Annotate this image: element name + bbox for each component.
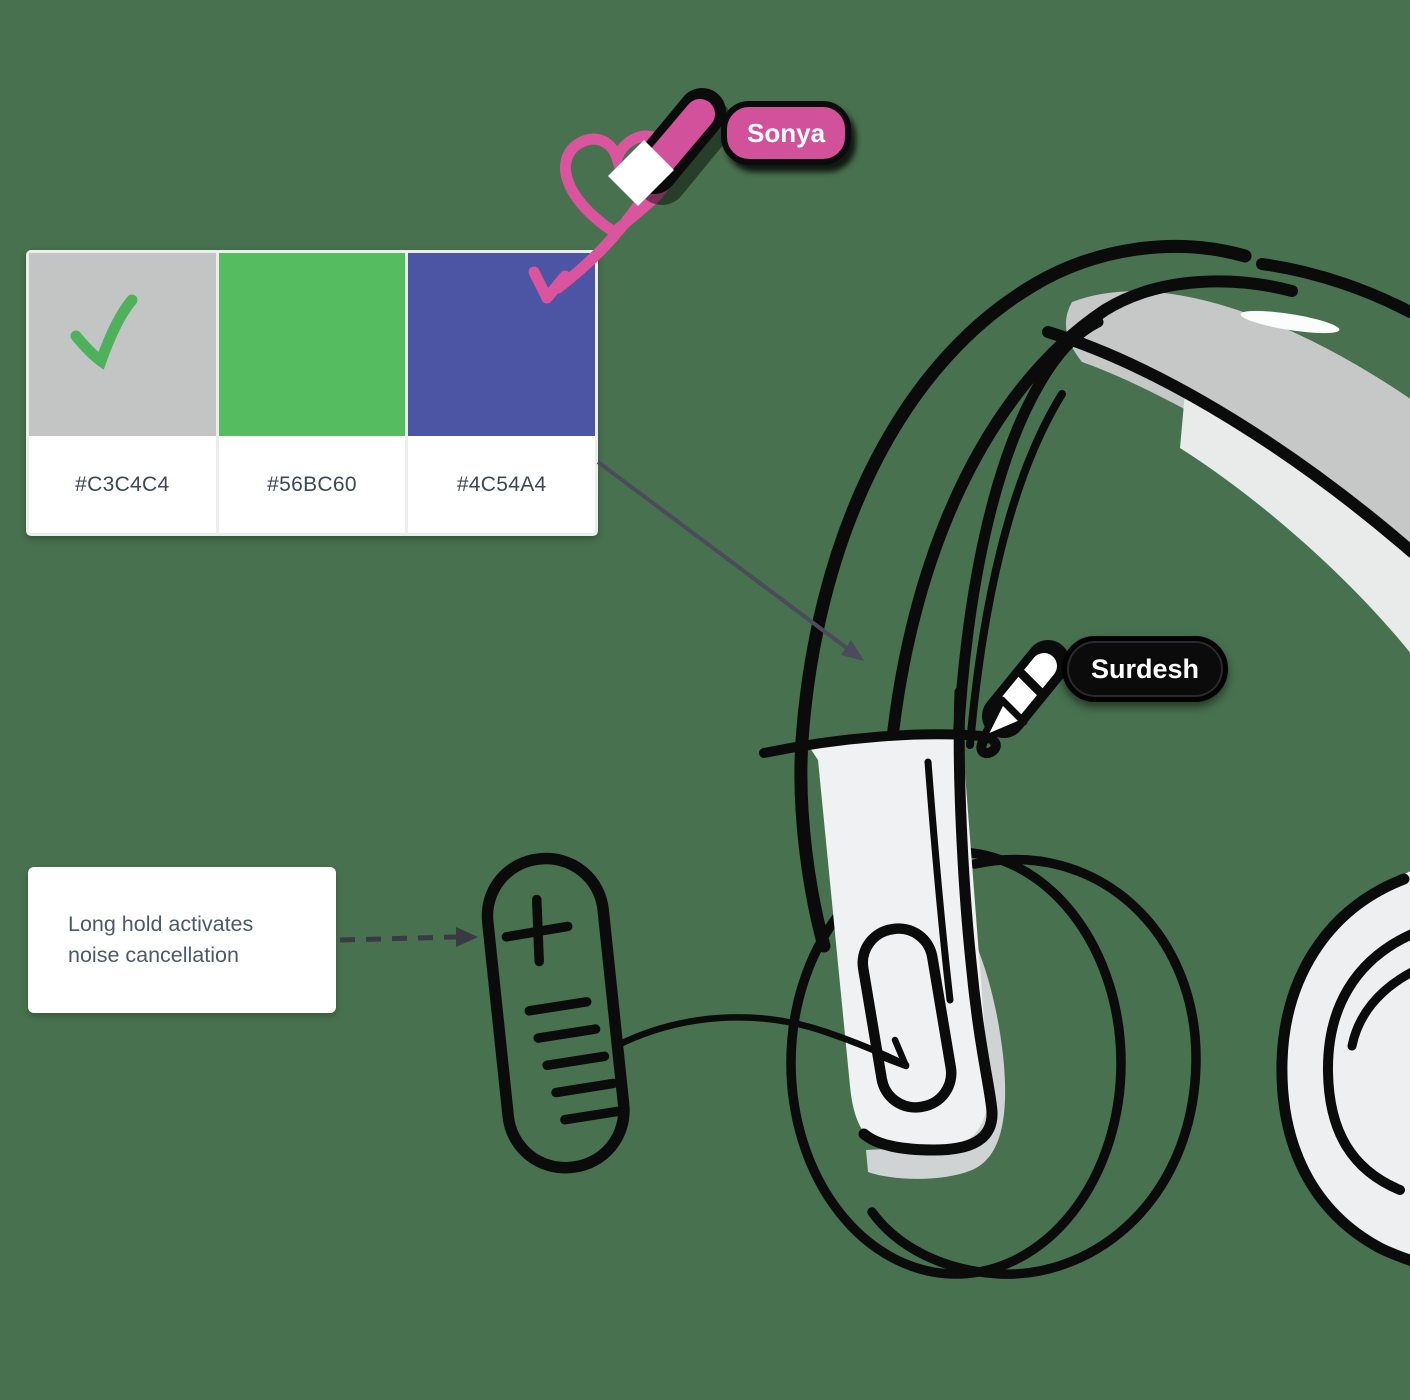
- surdesh-pen-body: [995, 653, 1057, 723]
- color-palette-card[interactable]: #C3C4C4 #56BC60 #4C54A4: [26, 250, 598, 536]
- thin-arrow-head: [841, 640, 864, 661]
- left-earcup-ring-inner: [786, 847, 1126, 1279]
- headband-gray-fill: [1066, 291, 1410, 564]
- sonya-marker-body: [641, 99, 715, 181]
- swatch-hex-label: #56BC60: [267, 472, 357, 496]
- palette-cell-indigo[interactable]: #4C54A4: [408, 253, 595, 533]
- left-earcup-sketch[interactable]: [786, 847, 1201, 1279]
- surdesh-pen-outline: [982, 640, 1070, 738]
- connector-arrowhead: [876, 1036, 910, 1070]
- remote-plus-icon: [501, 894, 573, 967]
- surdesh-pen-slash: [1015, 667, 1047, 699]
- connector-curve: [612, 1014, 910, 1069]
- sonya-marker-tip: [608, 140, 674, 206]
- color-swatch-indigo[interactable]: [408, 253, 595, 436]
- remote-grip-dashes: [524, 997, 628, 1125]
- headband-arc-right-descent: [1042, 326, 1410, 558]
- dashed-arrow-head: [456, 927, 478, 947]
- cursor-label-sonya: Sonya: [721, 101, 852, 165]
- note-line-1: Long hold activates: [68, 912, 254, 936]
- cursor-label-surdesh: Surdesh: [1062, 636, 1229, 702]
- remote-to-button-connector[interactable]: [612, 1014, 910, 1070]
- stem-top-cross-stroke: [759, 729, 1001, 759]
- sonya-marker-shadow: [637, 99, 733, 205]
- sonya-marker-outline: [630, 88, 726, 194]
- color-swatch-green[interactable]: [218, 253, 406, 436]
- stem-shadow: [866, 900, 1006, 1179]
- heart-outline: [560, 130, 678, 238]
- palette-cell-green[interactable]: #56BC60: [218, 253, 406, 533]
- right-earcup-sketch[interactable]: [1276, 870, 1410, 1267]
- stem-button-outline[interactable]: [857, 923, 957, 1113]
- palette-cell-gray[interactable]: #C3C4C4: [29, 253, 216, 533]
- stem-right-outline: [858, 686, 998, 1156]
- swatch-hex-label: #4C54A4: [456, 472, 547, 496]
- color-swatch-gray[interactable]: [29, 253, 216, 436]
- sonya-marker-icon: [608, 88, 733, 206]
- stem-inner-line: [924, 758, 954, 1004]
- note-to-remote-arrow[interactable]: [339, 927, 478, 947]
- cursor-name-text: Sonya: [747, 117, 826, 148]
- surdesh-pen-tip: [978, 696, 1028, 744]
- headband-lightgray-fill: [1180, 392, 1410, 653]
- right-earcup-inner-arc: [1322, 929, 1410, 1195]
- surdesh-pen-icon: [978, 640, 1070, 744]
- swatch-hex-label: #C3C4C4: [75, 472, 170, 496]
- headband-highlight: [1240, 310, 1340, 334]
- remote-sketch[interactable]: [481, 852, 630, 1174]
- palette-to-headband-arrow[interactable]: [596, 460, 864, 661]
- headband-arc-inner-2: [966, 390, 1066, 749]
- headband-arc-outer: [794, 239, 1252, 953]
- sticky-note-card[interactable]: Long hold activates noise cancellation: [28, 867, 336, 1013]
- stem-sketch[interactable]: [759, 686, 1006, 1179]
- dashed-arrow-line: [339, 934, 457, 943]
- stem-fill: [806, 734, 989, 1151]
- right-earcup-fill: [1279, 871, 1410, 1263]
- cursor-name-text: Surdesh: [1091, 653, 1200, 684]
- note-line-2: noise cancellation: [68, 943, 239, 967]
- headband-arc-top-right: [1256, 258, 1410, 318]
- headband-sketch[interactable]: [794, 239, 1410, 953]
- right-earcup-inner-arc-small: [1347, 967, 1410, 1051]
- remote-body-outline: [481, 852, 630, 1174]
- left-earcup-ring-outer: [867, 854, 1201, 1279]
- thin-arrow-line: [596, 460, 850, 651]
- right-earcup-outline: [1276, 873, 1410, 1267]
